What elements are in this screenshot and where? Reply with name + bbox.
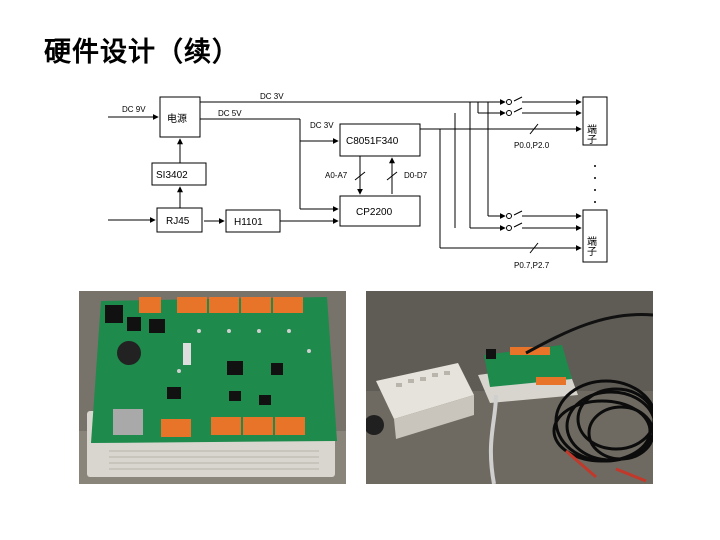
data-bus-label: D0-D7 [404, 171, 428, 180]
dc5v-label: DC 5V [218, 109, 242, 118]
port-top-label: P0.0,P2.0 [514, 141, 550, 150]
addr-bus-label: A0-A7 [325, 171, 348, 180]
terminal-top-label: 端子 [585, 123, 597, 144]
page-title: 硬件设计（续） [44, 37, 240, 68]
power-block [159, 96, 201, 138]
rj45-block [156, 207, 203, 233]
terminal-top-block [582, 96, 608, 146]
cp2200-block [339, 195, 421, 227]
dc9v-label: DC 9V [122, 105, 146, 114]
mcu-block [339, 123, 421, 157]
pcb-board-photo [79, 291, 346, 484]
block-diagram: DC 9V DC 3V DC 5V DC 3V A0-A7 D0-D7 P0.0… [108, 92, 608, 270]
si3402-label: SI3402 [156, 170, 188, 181]
enclosure-cable-photo [366, 291, 653, 484]
terminal-bottom-block [582, 209, 608, 263]
port-bottom-label: P0.7,P2.7 [514, 261, 550, 270]
pcb-board-icon [79, 291, 346, 484]
si3402-block [151, 162, 207, 186]
mcu-label: C8051F340 [346, 136, 399, 147]
dc3v-top-label: DC 3V [260, 92, 284, 101]
enclosure-with-cable-icon [366, 291, 653, 484]
terminal-bottom-label: 端子 [585, 235, 597, 256]
h1101-label: H1101 [234, 217, 263, 228]
rj45-label: RJ45 [166, 216, 190, 227]
power-label: 电源 [167, 112, 187, 125]
cp2200-label: CP2200 [356, 207, 393, 218]
dc3v-mcu-label: DC 3V [310, 121, 334, 130]
